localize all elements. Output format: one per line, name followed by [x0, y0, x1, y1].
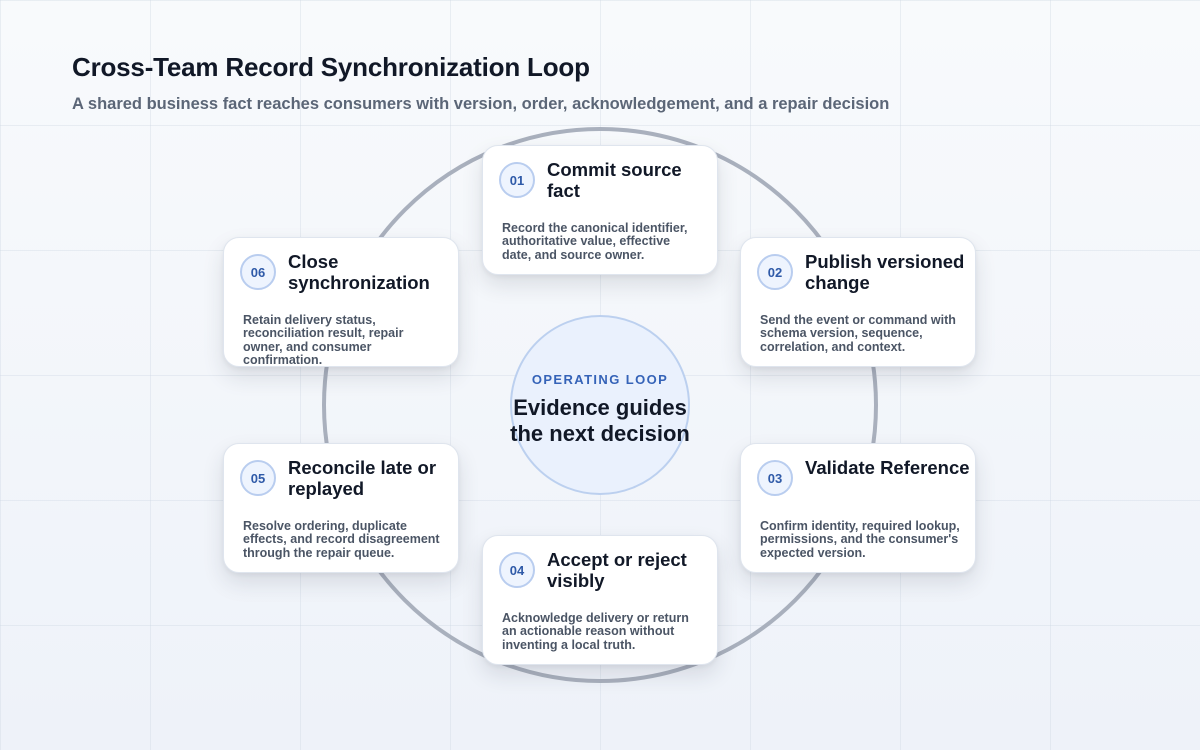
- page-subtitle: A shared business fact reaches consumers…: [72, 95, 890, 113]
- step-description: Acknowledge delivery or return an action…: [502, 611, 689, 652]
- step-number-badge: 05: [240, 460, 276, 496]
- step-number-badge: 06: [240, 254, 276, 290]
- step-number-badge: 01: [499, 162, 535, 198]
- step-card-05[interactable]: 05 Reconcile late or replayed Resolve or…: [223, 443, 459, 573]
- center-kicker: OPERATING LOOP: [531, 371, 669, 387]
- page-title: Cross-Team Record Synchronization Loop: [72, 52, 590, 82]
- step-title: Close synchronization: [288, 251, 430, 293]
- step-card-02[interactable]: 02 Publish versioned change Send the eve…: [740, 237, 976, 367]
- step-title: Commit source fact: [547, 159, 682, 201]
- center-hub: OPERATING LOOP Evidence guides the next …: [510, 315, 690, 495]
- step-card-01[interactable]: 01 Commit source fact Record the canonic…: [482, 145, 718, 275]
- step-number-badge: 04: [499, 552, 535, 588]
- step-title: Publish versioned change: [805, 251, 965, 293]
- step-title: Accept or reject visibly: [547, 549, 687, 591]
- step-description: Confirm identity, required lookup, permi…: [760, 519, 960, 560]
- step-description: Record the canonical identifier, authori…: [502, 221, 688, 262]
- step-card-06[interactable]: 06 Close synchronization Retain delivery…: [223, 237, 459, 367]
- step-description: Retain delivery status, reconciliation r…: [243, 313, 404, 367]
- center-headline-line-2: the next decision: [510, 420, 690, 446]
- step-card-03[interactable]: 03 Validate Reference Confirm identity, …: [740, 443, 976, 573]
- step-number-badge: 02: [757, 254, 793, 290]
- center-headline: Evidence guides the next decision: [510, 395, 690, 447]
- step-number-badge: 03: [757, 460, 793, 496]
- step-description: Resolve ordering, duplicate effects, and…: [243, 519, 440, 560]
- loop-ring-circle: [322, 127, 878, 683]
- center-headline-line-1: Evidence guides: [513, 394, 687, 420]
- step-description: Send the event or command with schema ve…: [760, 313, 956, 354]
- step-title: Reconcile late or replayed: [288, 457, 437, 499]
- step-card-04[interactable]: 04 Accept or reject visibly Acknowledge …: [482, 535, 718, 665]
- step-title: Validate Reference: [805, 457, 970, 478]
